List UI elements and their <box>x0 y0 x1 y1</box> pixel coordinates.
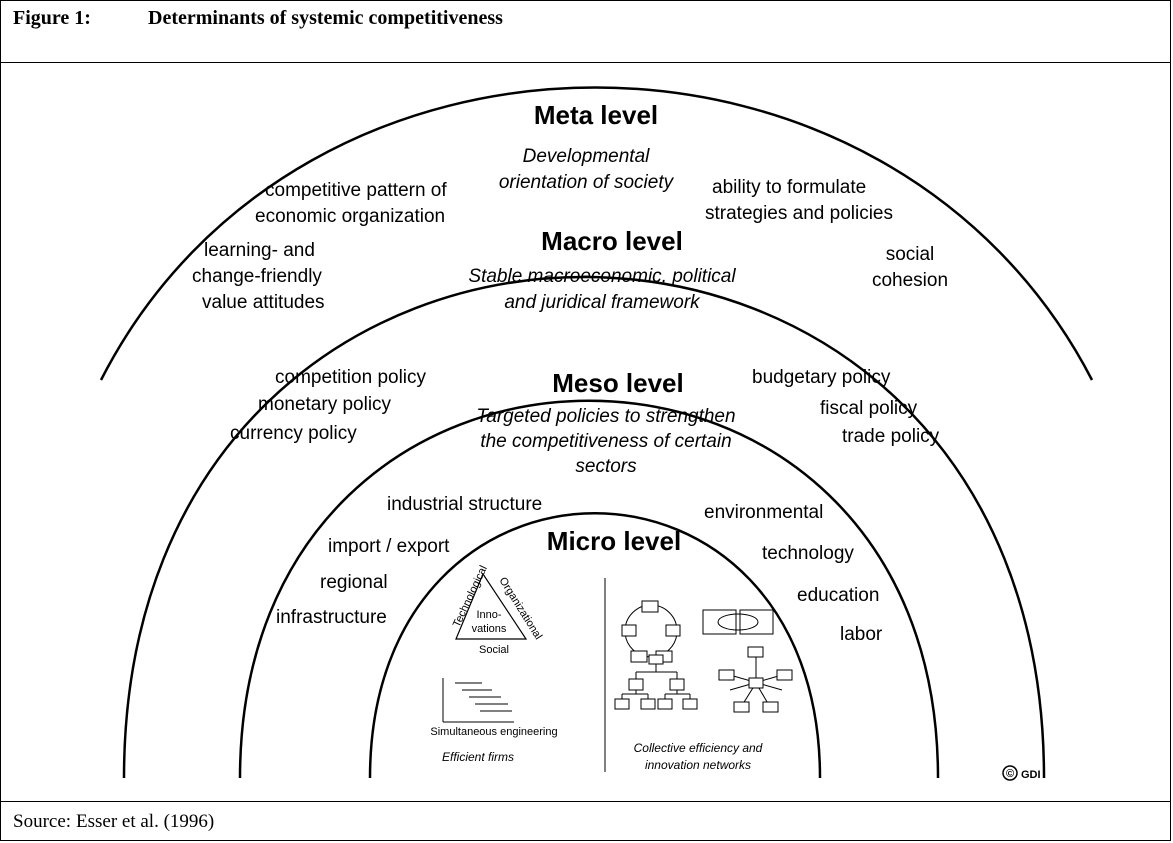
figure-header: Figure 1: Determinants of systemic compe… <box>0 0 1171 63</box>
meso-subtitle-line: the competitiveness of certain <box>480 431 731 452</box>
meso-right-item: technology <box>762 543 854 564</box>
meta-right-top-line: ability to formulate <box>712 177 866 198</box>
meta-left-top-line: competitive pattern of <box>265 180 447 201</box>
figure-title: Determinants of systemic competitiveness <box>148 7 503 29</box>
micro-arc <box>368 512 822 779</box>
meso-level-title: Meso level <box>552 368 684 398</box>
meta-left-top-line: economic organization <box>255 206 445 227</box>
copyright-text: GDI <box>1021 769 1041 781</box>
meta-subtitle-line: orientation of society <box>499 172 675 193</box>
meso-left-item: industrial structure <box>387 494 542 515</box>
simultaneous-engineering-chart-icon <box>442 678 514 723</box>
simultaneous-engineering-label: Simultaneous engineering <box>430 726 557 738</box>
triangle-social-label: Social <box>479 644 509 656</box>
meta-level-title: Meta level <box>534 100 658 130</box>
network-ring-icon <box>621 600 681 663</box>
gdi-copyright: © GDI <box>1002 765 1041 781</box>
triangle-center-line: vations <box>472 623 507 635</box>
collective-efficiency-line: Collective efficiency and <box>634 741 763 755</box>
macro-subtitle-line: and juridical framework <box>504 292 701 313</box>
copyright-symbol: © <box>1006 768 1014 780</box>
meta-left-bottom-line: learning- and <box>204 240 315 261</box>
micro-level-title: Micro level <box>547 526 681 556</box>
meta-subtitle-line: Developmental <box>523 146 651 167</box>
triangle-center-line: Inno- <box>476 609 501 621</box>
meso-right-item: environmental <box>704 502 823 523</box>
meso-left-item: import / export <box>328 536 450 557</box>
macro-subtitle-line: Stable macroeconomic, political <box>468 266 736 287</box>
meta-right-bottom-line: cohesion <box>872 270 948 291</box>
meso-right-item: labor <box>840 624 883 645</box>
efficient-firms-label: Efficient firms <box>442 750 514 764</box>
meta-right-top-line: strategies and policies <box>705 203 893 224</box>
macro-arc <box>122 275 1046 779</box>
meso-arc <box>238 399 940 779</box>
macro-right-item: trade policy <box>842 426 940 447</box>
meta-right-bottom-line: social <box>886 244 935 265</box>
meso-left-item: infrastructure <box>276 607 387 628</box>
meso-left-item: regional <box>320 572 388 593</box>
meta-left-bottom-line: value attitudes <box>202 292 325 313</box>
macro-left-item: currency policy <box>230 423 357 444</box>
source-text: Esser et al. (1996) <box>76 811 215 832</box>
source-label: Source: <box>13 811 72 832</box>
collective-efficiency-line: innovation networks <box>645 758 751 772</box>
meso-right-item: education <box>797 585 879 606</box>
meta-left-bottom-line: change-friendly <box>192 266 322 287</box>
macro-right-item: budgetary policy <box>752 367 891 388</box>
macro-right-item: fiscal policy <box>820 398 918 419</box>
figure-footer: Source: Esser et al. (1996) <box>0 801 1171 841</box>
star-network-icon <box>718 646 793 713</box>
meta-arc <box>99 86 1094 381</box>
macro-level-title: Macro level <box>541 226 683 256</box>
innovation-triangle: Technological Organizational Social Inno… <box>451 564 544 656</box>
linked-boxes-icon <box>702 609 774 635</box>
macro-left-item: monetary policy <box>258 394 392 415</box>
meso-subtitle-line: sectors <box>575 456 637 477</box>
meso-subtitle-line: Targeted policies to strengthen <box>476 406 735 427</box>
hierarchy-tree-icon <box>614 654 698 710</box>
macro-left-item: competition policy <box>275 367 427 388</box>
figure-label: Figure 1: <box>13 7 91 29</box>
